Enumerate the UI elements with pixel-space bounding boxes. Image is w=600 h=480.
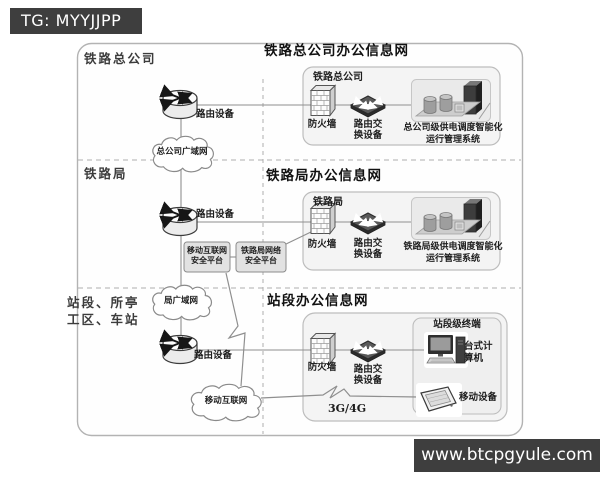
watermark-bottom-text: www.btcpgyule.com <box>421 445 593 465</box>
watermark-top-text: TG: MYYJJPP <box>21 11 122 30</box>
server-system-image <box>411 197 491 240</box>
lane1-title: 铁路总公司办公信息网 <box>264 43 409 59</box>
router-icon <box>163 208 197 236</box>
network-security-platform-label: 铁路局网络 <box>241 246 281 255</box>
router-icon <box>163 91 197 119</box>
platform-firewall-line <box>283 230 314 246</box>
mobile-security-platform-label: 移动互联网 <box>187 246 227 255</box>
switch-label: 换设备 <box>353 130 383 141</box>
mobile-internet-cloud-label: 移动互联网 <box>204 396 248 406</box>
bureau-system-label: 铁路局级供电调度智能化 <box>403 242 503 252</box>
mobile-security-platform-label: 安全平台 <box>191 256 223 265</box>
3g4g-label: 3G/4G <box>328 402 367 415</box>
3g4g-link-line <box>260 385 419 399</box>
wireless-bolt-line <box>225 272 246 387</box>
terminal-box-label: 站段级终端 <box>433 319 481 330</box>
firewall-label: 防火墙 <box>307 362 337 373</box>
firewall-label: 防火墙 <box>307 239 337 250</box>
lane2-title: 铁路局办公信息网 <box>266 168 382 184</box>
lane1-side-label: 铁路总公司 <box>84 51 157 66</box>
lane3-title: 站段办公信息网 <box>267 293 369 309</box>
desktop-label: 算机 <box>464 353 484 364</box>
lane2-side-label: 铁路局 <box>84 166 128 181</box>
switch-label: 换设备 <box>353 249 383 260</box>
bureau-wan-cloud-label: 局广域网 <box>163 296 198 306</box>
firewall-icon <box>310 85 336 116</box>
desktop-label: 台式计 <box>464 341 493 352</box>
desktop-computer-icon <box>426 335 466 364</box>
switch-label: 路由交 <box>353 364 383 375</box>
mobile-device-icon <box>420 386 457 412</box>
router-icon <box>163 336 197 364</box>
hq-wan-cloud-label: 总公司广域网 <box>156 147 208 157</box>
mobile-internet-security-platform-box <box>183 241 231 273</box>
network-security-platform-label: 安全平台 <box>245 256 277 265</box>
watermark-bottom-bar: www.btcpgyule.com <box>414 439 600 472</box>
firewall-label: 防火墙 <box>307 119 337 130</box>
hq-system-label: 总公司级供电调度智能化 <box>403 123 503 133</box>
watermark-top-bar: TG: MYYJJPP <box>10 8 142 34</box>
server-system-image <box>411 79 491 122</box>
switch-label: 路由交 <box>353 238 383 249</box>
router-label: 路由设备 <box>196 109 235 120</box>
switch-label: 路由交 <box>353 119 383 130</box>
switch-label: 换设备 <box>353 375 383 386</box>
router-label: 路由设备 <box>196 209 235 220</box>
hq-system-label: 运行管理系统 <box>425 135 480 145</box>
bureau-box-label: 铁路局 <box>313 197 343 208</box>
lane3-side-label: 站段、所亭 <box>67 295 140 310</box>
mobile-device-label: 移动设备 <box>459 392 498 403</box>
router-label: 路由设备 <box>194 350 233 361</box>
lane3-side-label: 工区、车站 <box>67 312 140 327</box>
bureau-system-label: 运行管理系统 <box>425 254 480 264</box>
bureau-network-security-platform-box <box>235 241 287 273</box>
hq-box-label: 铁路总公司 <box>313 72 363 83</box>
firewall-icon <box>310 333 336 364</box>
